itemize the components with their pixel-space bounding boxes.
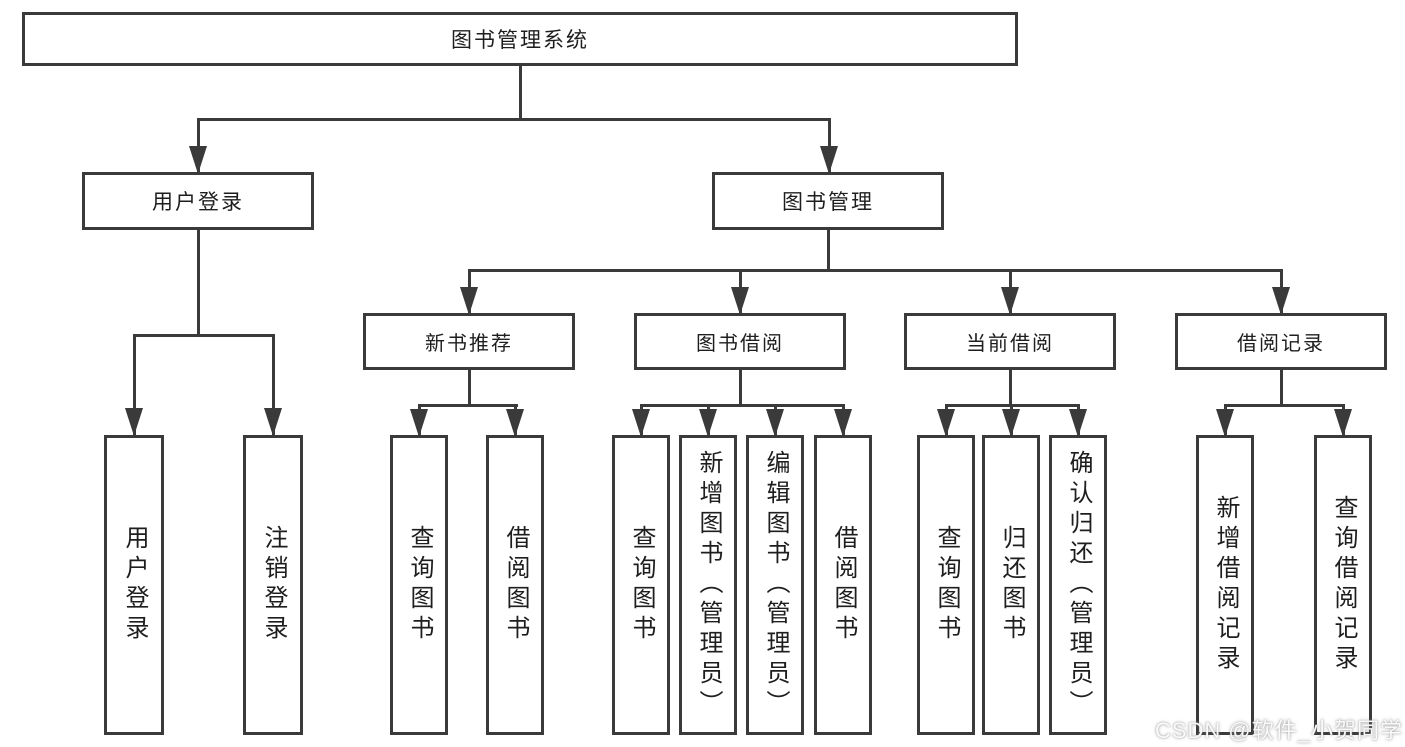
connector-arrowhead	[1001, 287, 1019, 315]
connector-arrowhead	[125, 408, 143, 436]
leaf-label: 查询借阅记录	[1330, 495, 1357, 675]
leaf-label: 查询图书	[628, 525, 655, 645]
node-label: 图书管理	[782, 191, 874, 214]
connector-arrowhead	[1334, 409, 1352, 437]
leaf-return-book: 归还图书	[982, 435, 1040, 735]
node-label: 用户登录	[152, 191, 244, 214]
connector-arrowhead	[506, 409, 524, 437]
connector-line	[468, 370, 471, 406]
connector-arrowhead	[1002, 409, 1020, 437]
leaf-query-book-3: 查询图书	[917, 435, 975, 735]
leaf-borrow-book-1: 借阅图书	[486, 435, 544, 735]
connector-arrowhead	[632, 409, 650, 437]
connector-arrowhead	[731, 287, 749, 315]
leaf-logout: 注销登录	[243, 435, 303, 735]
node-label: 借阅记录	[1237, 333, 1325, 355]
leaf-label: 借阅图书	[830, 525, 857, 645]
leaf-query-book-2: 查询图书	[612, 435, 670, 735]
leaf-label: 注销登录	[260, 525, 287, 645]
leaf-borrow-book-2: 借阅图书	[814, 435, 872, 735]
node-book-borrowing: 图书借阅	[634, 313, 846, 370]
node-label: 当前借阅	[966, 333, 1054, 355]
node-current-borrowing: 当前借阅	[904, 313, 1116, 370]
connector-arrowhead	[937, 409, 955, 437]
connector-arrowhead	[820, 146, 838, 174]
leaf-label: 用户登录	[121, 525, 148, 645]
node-book-management: 图书管理	[712, 172, 944, 230]
connector-line	[469, 269, 1282, 272]
connector-line	[827, 230, 830, 272]
leaf-user-login: 用户登录	[104, 435, 164, 735]
leaf-label: 确认归还（管理员）	[1065, 450, 1092, 720]
leaf-label: 新增借阅记录	[1212, 495, 1239, 675]
connector-line	[1280, 370, 1283, 406]
connector-arrowhead	[189, 146, 207, 174]
connector-line	[1009, 370, 1012, 406]
leaf-add-borrow-record: 新增借阅记录	[1196, 435, 1254, 735]
leaf-label: 新增图书（管理员）	[695, 450, 722, 720]
connector-line	[519, 66, 522, 120]
leaf-label: 查询图书	[406, 525, 433, 645]
leaf-label: 归还图书	[998, 525, 1025, 645]
node-library-management-system: 图书管理系统	[22, 12, 1018, 66]
connector-line	[640, 404, 845, 407]
connector-arrowhead	[834, 409, 852, 437]
connector-line	[418, 404, 518, 407]
connector-arrowhead	[1069, 409, 1087, 437]
connector-line	[1224, 404, 1344, 407]
node-new-book-recommend: 新书推荐	[363, 313, 575, 370]
node-borrowing-records: 借阅记录	[1175, 313, 1387, 370]
connector-arrowhead	[410, 409, 428, 437]
connector-arrowhead	[1272, 287, 1290, 315]
connector-line	[197, 230, 200, 336]
connector-line	[133, 334, 274, 337]
node-label: 图书管理系统	[451, 29, 589, 52]
node-user-login: 用户登录	[82, 172, 314, 230]
connector-arrowhead	[460, 287, 478, 315]
connector-line	[272, 334, 275, 435]
connector-line	[828, 118, 831, 172]
connector-arrowhead	[1216, 409, 1234, 437]
leaf-query-borrow-record: 查询借阅记录	[1314, 435, 1372, 735]
connector-line	[197, 118, 200, 172]
connector-line	[197, 118, 831, 121]
node-label: 新书推荐	[425, 333, 513, 355]
leaf-query-book-1: 查询图书	[390, 435, 448, 735]
connector-line	[133, 334, 136, 435]
leaf-label: 编辑图书（管理员）	[762, 450, 789, 720]
leaf-edit-book-admin: 编辑图书（管理员）	[746, 435, 804, 735]
leaf-label: 查询图书	[933, 525, 960, 645]
connector-arrowhead	[264, 408, 282, 436]
connector-arrowhead	[699, 409, 717, 437]
connector-line	[739, 370, 742, 406]
node-label: 图书借阅	[696, 333, 784, 355]
leaf-add-book-admin: 新增图书（管理员）	[679, 435, 737, 735]
connector-arrowhead	[766, 409, 784, 437]
leaf-confirm-return-admin: 确认归还（管理员）	[1049, 435, 1107, 735]
leaf-label: 借阅图书	[502, 525, 529, 645]
